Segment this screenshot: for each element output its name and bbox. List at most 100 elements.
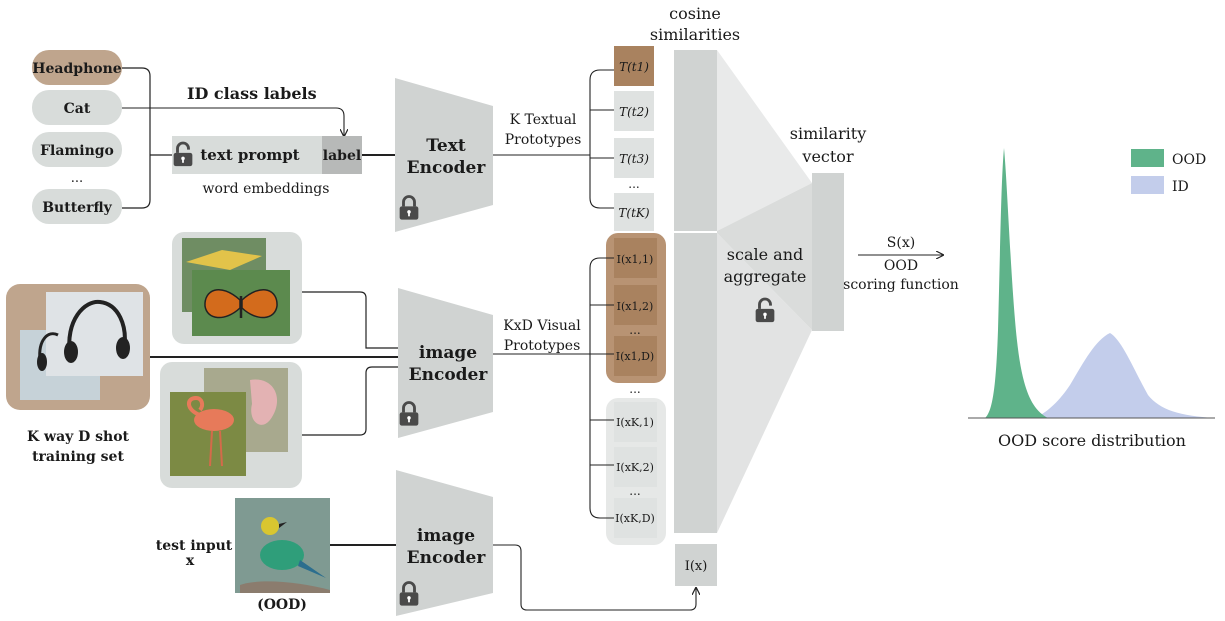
class-label-headphone: Headphone [32,61,121,77]
visual-cell-1-1-label: I(x1,1) [617,253,654,266]
textual-prototype-1 [614,46,654,86]
text-encoder-line2: Encoder [407,158,487,178]
id-class-labels-title: ID class labels [187,84,317,103]
encoder-to-feature-arrow [493,544,696,611]
class-label-cat: Cat [64,101,91,117]
text-encoder-block [395,78,493,232]
yellow-butterfly-shape [186,250,262,270]
similarity-vector-line2: vector [801,147,854,166]
label-slot [322,136,362,174]
class-pill-butterfly [32,189,122,224]
word-embeddings-caption: word embeddings [203,181,330,197]
monarch-butterfly-icon [204,289,278,319]
test-input-line2: x [186,553,195,569]
visual-prototypes-line2: Prototypes [504,338,581,354]
scoring-label-line3: scoring function [843,277,959,293]
test-feature-box [675,544,717,586]
image-encoder-bottom-line1: image [417,526,475,546]
textual-prototypes-line1: K Textual [510,112,577,128]
visual-cell-1-2-label: I(x1,2) [617,300,654,313]
scale-aggregate-line1: scale and [727,245,803,264]
class-pill-cat [32,90,122,125]
visual-cell-k-ellipsis: ... [629,484,640,498]
textual-prototype-k-label: T(tK) [618,206,649,220]
visual-cell-k-1 [614,402,657,442]
legend-ood-swatch [1131,149,1164,167]
distribution-title: OOD score distribution [998,431,1186,450]
visual-cell-k-2-label: I(xK,2) [616,461,654,474]
image-encoder-bottom-block [396,470,493,616]
label-slot-text: label [323,148,361,164]
test-input-line1: test input [156,538,233,554]
class-label-butterfly: Butterfly [42,200,112,216]
visual-cell-k-2 [614,447,657,487]
visual-group-between-ellipsis: ... [629,382,640,396]
training-set-line1: K way D shot [27,429,130,445]
scoring-label-top: S(x) [887,235,915,251]
test-feature-label: I(x) [685,559,708,574]
visual-cell-1-1 [614,238,657,278]
scoring-label-line2: OOD [884,258,918,274]
training-set-line2: training set [32,449,124,465]
cat-to-label-arrow [122,107,344,136]
text-encoder-line1: Text [426,136,466,156]
class-bracket [122,67,151,209]
visual-cell-1-2 [614,285,657,325]
similarity-vector-line1: similarity [790,124,867,143]
visual-cell-k-1-label: I(xK,1) [616,416,654,429]
image-encoder-bottom-line2: Encoder [407,548,487,568]
textual-prototype-ellipsis: ... [628,177,639,191]
image-encoder-top-block [398,288,493,438]
visual-bracket [589,257,615,519]
visual-prototypes-line1: KxD Visual [503,318,581,334]
cosine-title-line1: cosine [669,4,721,23]
cosine-column-text [674,50,717,231]
class-label-flamingo: Flamingo [40,143,114,159]
pink-flamingo-blur [250,379,278,425]
cosine-column-image [674,233,717,533]
headphone-icon [37,299,130,371]
text-prompt-bar [172,136,322,174]
image-encoder-top-line2: Encoder [409,365,489,385]
aggregation-funnel-mid [717,183,812,330]
textual-prototype-3-label: T(t3) [619,152,649,166]
textual-prototype-3 [614,138,654,178]
id-distribution-curve [1035,333,1215,418]
visual-cell-1-d-label: I(x1,D) [616,350,654,363]
visual-cell-k-d-label: I(xK,D) [615,512,655,525]
scale-aggregate-line2: aggregate [724,267,807,286]
cosine-title-line2: similarities [650,25,740,44]
textual-bracket [589,69,615,209]
class-pill-headphone [32,50,122,85]
class-pill-flamingo [32,132,122,167]
visual-cell-1-ellipsis: ... [629,323,640,337]
score-distribution-plot: OOD ID OOD score distribution [968,148,1215,450]
textual-prototype-1-label: T(t1) [619,60,649,74]
legend-ood-label: OOD [1172,152,1206,168]
textual-prototype-2-label: T(t2) [619,105,649,119]
visual-cell-1-d [614,336,657,376]
test-input-ood-label: (OOD) [257,597,307,613]
textual-prototype-column: T(t1) T(t2) T(t3) ... T(tK) [614,46,654,231]
class-label-list: Headphone Cat Flamingo ... Butterfly [32,50,122,224]
flamingo-to-encoder-line [302,366,400,436]
visual-prototype-cells: I(x1,1) I(x1,2) ... I(x1,D) ... I(xK,1) … [614,238,657,538]
textual-prototype-k [614,193,654,231]
flamingo-icon [187,395,234,467]
flamingo-image-front [170,392,246,476]
text-prompt-label: text prompt [200,146,299,164]
ood-distribution-curve [985,148,1048,418]
similarity-vector-bar [812,173,844,331]
textual-prototype-2 [614,91,654,131]
aggregation-funnel-bottom [717,233,812,533]
class-label-ellipsis: ... [71,171,83,186]
legend-id-label: ID [1172,179,1189,195]
bird-icon [240,517,330,593]
textual-prototypes-line2: Prototypes [505,132,582,148]
butterfly-to-encoder-line [302,291,400,349]
aggregation-funnel-top [717,50,812,231]
legend-id-swatch [1131,176,1164,194]
visual-cell-k-d [614,498,657,538]
